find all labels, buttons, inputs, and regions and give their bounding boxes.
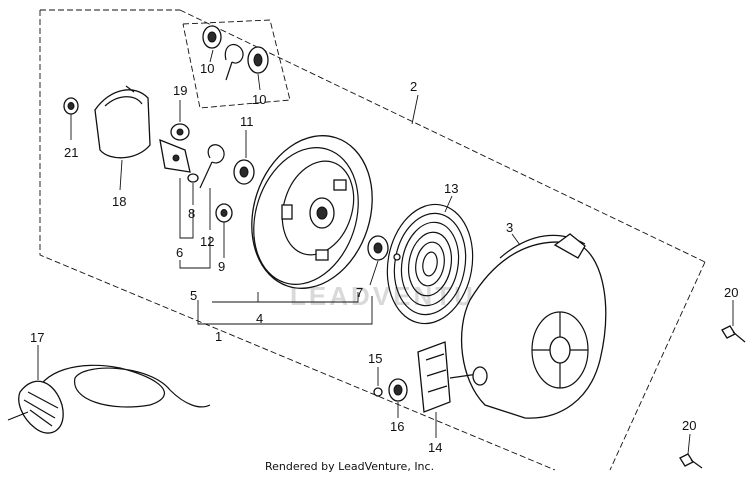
assembly-boundary-right xyxy=(179,9,706,263)
footer-credit: Rendered by LeadVenture, Inc. xyxy=(265,460,434,473)
callout-2: 2 xyxy=(410,79,417,94)
reel-4 xyxy=(251,135,373,289)
callout-13: 13 xyxy=(444,181,458,196)
collar-7 xyxy=(367,235,389,261)
callout-15: 15 xyxy=(368,351,382,366)
callout-21: 21 xyxy=(64,145,78,160)
starter-housing-3 xyxy=(460,233,607,419)
assembly-boundary-lower xyxy=(609,261,706,471)
callout-1: 1 xyxy=(215,329,222,344)
bushing-9 xyxy=(215,203,233,223)
leader-lines xyxy=(37,49,734,455)
callout-5: 5 xyxy=(190,288,197,303)
callout-17: 17 xyxy=(30,330,44,345)
callout-12: 12 xyxy=(200,234,214,249)
clip-15 xyxy=(373,387,383,397)
callout-3: 3 xyxy=(506,220,513,235)
callout-14: 14 xyxy=(428,440,442,455)
callout-18: 18 xyxy=(112,194,126,209)
collar-19 xyxy=(170,123,190,141)
callout-19: 19 xyxy=(173,83,187,98)
bolt-20-upper xyxy=(721,325,746,343)
callout-11: 11 xyxy=(240,114,254,129)
washer-10-bottom xyxy=(247,46,269,74)
washer-11 xyxy=(233,159,255,185)
cable-assembly-17 xyxy=(7,364,211,434)
callout-labels: 10 10 2 21 18 19 11 8 12 6 9 5 13 3 7 4 … xyxy=(30,61,738,455)
callout-16: 16 xyxy=(390,419,404,434)
rope-guide-16 xyxy=(388,378,408,402)
callout-10b: 10 xyxy=(252,92,266,107)
washer-10-top xyxy=(202,25,222,49)
cover-18 xyxy=(94,85,151,159)
callout-20b: 20 xyxy=(682,418,696,433)
recoil-spring-13 xyxy=(386,203,474,325)
callout-7: 7 xyxy=(356,285,363,300)
circlip-10 xyxy=(224,43,244,81)
callout-10a: 10 xyxy=(200,61,214,76)
assembly-boundary-left xyxy=(39,10,556,471)
callout-8: 8 xyxy=(188,206,195,221)
bolt-20-lower xyxy=(679,453,703,469)
callout-4: 4 xyxy=(256,311,263,326)
nut-21 xyxy=(63,97,79,115)
friction-plate xyxy=(159,138,191,173)
callout-6: 6 xyxy=(176,245,183,260)
spring-12 xyxy=(199,144,225,189)
starter-grip-14 xyxy=(417,341,488,413)
pawl-8 xyxy=(187,173,199,183)
callout-20a: 20 xyxy=(724,285,738,300)
kit-box-10 xyxy=(182,19,291,109)
callout-9: 9 xyxy=(218,259,225,274)
